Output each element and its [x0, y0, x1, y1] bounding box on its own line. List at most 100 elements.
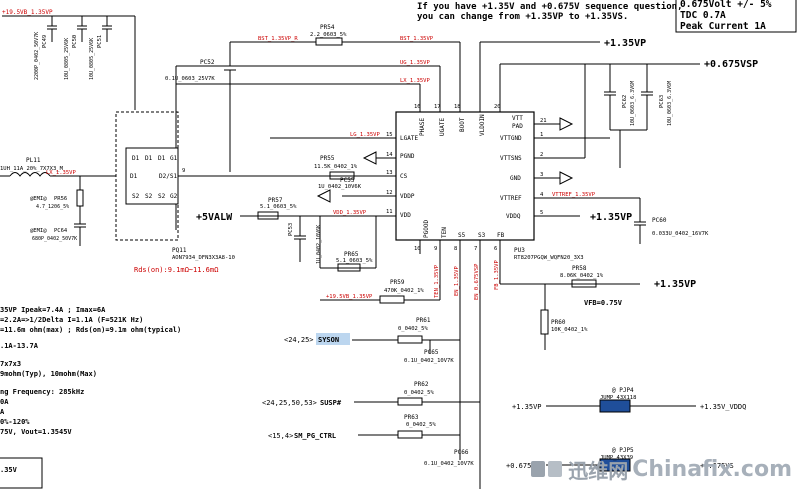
pc49-label: PC49 — [42, 35, 48, 48]
gnd-arrow-pgnd — [362, 151, 377, 165]
syson-net[interactable]: SYSON — [318, 336, 339, 344]
pc60-name: PC60 — [652, 217, 667, 224]
pq11-pin-s2c: S2 — [158, 193, 166, 200]
pc65-value: 0.1U_0402_10V7K — [404, 358, 454, 364]
net-ug: UG_1.35VP — [400, 60, 430, 66]
pin-num-15: 15 — [386, 132, 393, 138]
pr57-value: 5.1_0603_5% — [260, 204, 297, 210]
pin-num-12: 12 — [386, 190, 393, 196]
pin-num-3: 3 — [540, 172, 543, 178]
pr58-value: 8.06K_0402_1% — [560, 273, 604, 279]
pr61-resistor — [397, 335, 423, 344]
pq11-pin-d1c: D1 — [158, 155, 166, 162]
net-bst-r: BST_1.35VP_R — [258, 36, 298, 42]
sequence-note-line1: If you have +1.35V and +0.675V sequence … — [417, 1, 683, 12]
pin-num-2: 2 — [540, 152, 543, 158]
spec-box-line3: Peak Current 1A — [680, 21, 766, 32]
susp-ref: <24,25,50,53> — [262, 399, 317, 407]
pr57-resistor — [257, 211, 279, 220]
pin-ugate: UGATE — [439, 118, 446, 136]
pr56-emi: @EMI@ — [30, 196, 47, 202]
pc66-value: 0.1U_0402_10V7K — [424, 461, 474, 467]
note-line-3: =11.6m ohm(max) ; Rds(on)=9.1m ohm(typic… — [0, 326, 181, 334]
pr65-name: PR65 — [344, 251, 359, 258]
pc55-name: PC55 — [340, 177, 355, 184]
pr62-resistor — [397, 397, 423, 406]
note-line-11: 75V, Vout=1.3545V — [0, 428, 72, 436]
pin-pgnd: PGND — [400, 153, 415, 160]
pin-ten: TEN — [441, 227, 448, 238]
pc50-label: PC50 — [72, 35, 78, 48]
pc51-label: PC51 — [97, 35, 103, 48]
pr60-resistor — [540, 309, 549, 335]
pc51-value: 10U_0805_25V6K — [89, 38, 95, 80]
rail-0p675vs-bottom: +0.675VS — [700, 462, 734, 470]
pc60-value: 0.033U_0402_16V7K — [652, 231, 709, 237]
rail-19p5vb: +19.5VB_1.35VP — [2, 9, 53, 16]
rail-1p35vp-top: +1.35VP — [604, 38, 646, 49]
pin-num-6: 6 — [494, 246, 497, 252]
pin-num-14: 14 — [386, 152, 393, 158]
sequence-note-line2: you can change from +1.35VP to +1.35VS. — [417, 12, 628, 22]
pin-num-7: 7 — [474, 246, 477, 252]
pjp5-name: @ PJP5 — [612, 447, 634, 454]
pr54-resistor — [315, 37, 343, 46]
smpg-net[interactable]: SM_PG_CTRL — [294, 432, 336, 440]
net-ten: TEN_1.35VP — [434, 264, 440, 298]
pc64-name: PC64 — [54, 228, 68, 234]
susp-net[interactable]: SUSP# — [320, 399, 342, 407]
vfb-note: VFB=0.75V — [584, 299, 623, 307]
pc63-name: PC63 — [659, 95, 665, 108]
pjp5-value: JUMP_43X39 — [600, 455, 633, 461]
pin-num-17: 17 — [434, 104, 441, 110]
pu3-value: RT8207PGQW_WQFN20_3X3 — [514, 255, 584, 261]
note-line-1: 35VP Ipeak=7.4A ; Imax=6A — [0, 306, 106, 314]
pc63-value: 10U_0603_6.3V6M — [667, 81, 673, 126]
pq11-name: PQ11 — [172, 247, 187, 254]
pc52-value: 0.1U_0603_25V7K — [165, 76, 215, 82]
gnd-arrow-vddp — [316, 189, 331, 203]
pin-num-21: 21 — [540, 118, 547, 124]
net-en: EN_1.35VP — [454, 266, 460, 296]
pr54-value: 2.2_0603_5% — [310, 32, 347, 38]
syson-ref: <24,25> — [284, 336, 314, 344]
pr55-name: PR55 — [320, 155, 335, 162]
pr60-value: 10K_0402_1% — [551, 327, 588, 333]
pjp4-jumper — [599, 399, 631, 413]
pin-gnd: GND — [510, 175, 521, 182]
pc62-value: 10U_0603_6.3V6M — [630, 81, 636, 126]
pin-vttsns: VTTSNS — [500, 155, 522, 162]
pin-vttgnd: VTTGND — [500, 135, 522, 142]
note-line-5: 7x7x3 — [0, 360, 21, 368]
pq11-pin-d1a: D1 — [132, 155, 140, 162]
pc53-value: 1U_0402_10V6K — [316, 225, 322, 264]
pjp4-value: JUMP_43X118 — [600, 395, 636, 401]
pc66-name: PC66 — [454, 449, 469, 456]
rail-19p5vb-bottom: +19.5VB_1.35VP — [326, 294, 373, 300]
syson-highlight — [316, 333, 350, 345]
pq11-pin-d1d: D1 — [130, 173, 138, 180]
pr65-value: 5.1_0603_5% — [336, 258, 373, 264]
pq11-pin-g2: G2 — [170, 193, 178, 200]
gnd-arrow-gnd — [559, 171, 574, 185]
pr61-name: PR61 — [416, 317, 431, 324]
note-line-7: ng Frequency: 285kHz — [0, 388, 84, 396]
pq11-value: AON7934_DFN3X3A8-10 — [172, 255, 235, 261]
rds-note: Rds(on):9.1mΩ~11.6mΩ — [134, 266, 219, 274]
spec-box: 0.675Volt +/- 5% TDC 0.7A Peak Current 1… — [675, 0, 797, 33]
pjp4-name: @ PJP4 — [612, 387, 634, 394]
pq11-mosfet: D1 D1 D1 G1 D1 D2/S1 S2 S2 S2 G2 9 — [115, 111, 185, 241]
pq11-pin-s2b: S2 — [145, 193, 153, 200]
pin-s5: S5 — [458, 232, 466, 239]
pin-pgood: PGOOD — [423, 220, 430, 238]
pc65-name: PC65 — [424, 349, 439, 356]
pr58-name: PR58 — [572, 265, 587, 272]
net-bst: BST_1.35VP — [400, 36, 434, 42]
spec-box-line1: 0.675Volt +/- 5% — [680, 0, 772, 10]
input-caps — [47, 16, 112, 42]
pin-lgate: LGATE — [400, 135, 418, 142]
pin-num-11: 11 — [386, 209, 393, 215]
pin-vttref: VTTREF — [500, 195, 522, 202]
pq11-pin-g1: G1 — [170, 155, 178, 162]
